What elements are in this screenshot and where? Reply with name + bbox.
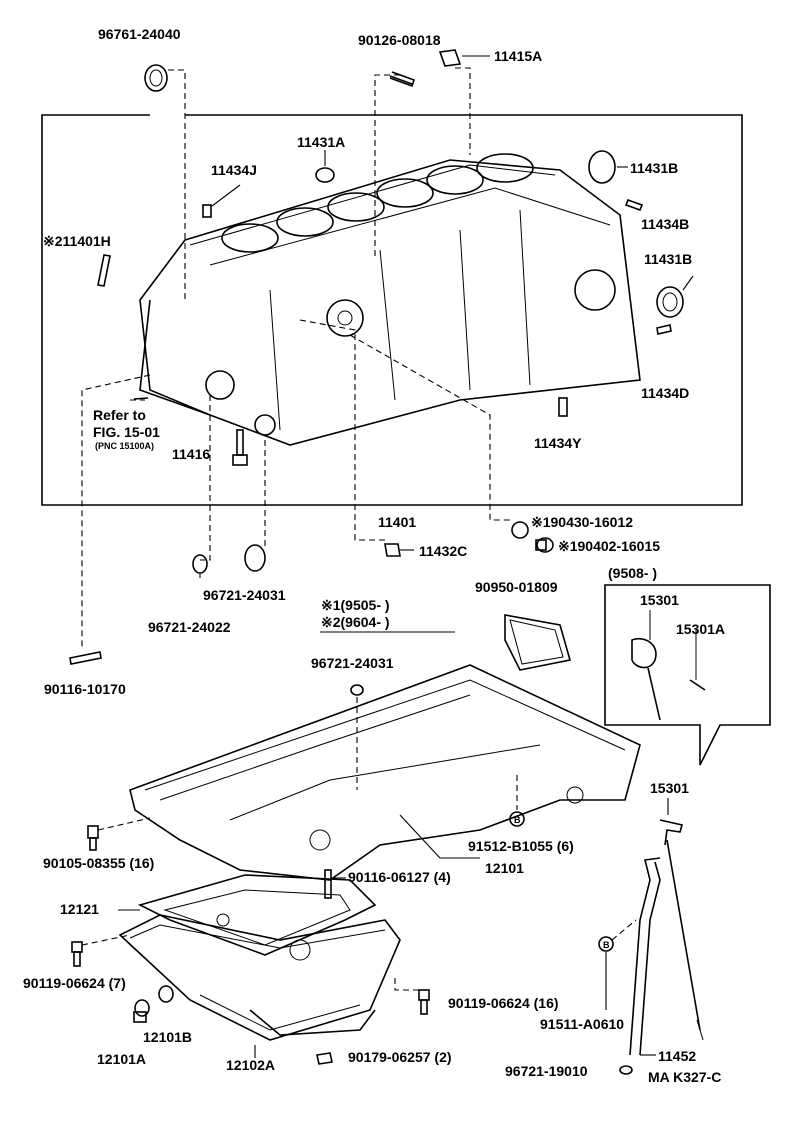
label-96721-24031-b: 96721-24031 bbox=[311, 655, 394, 671]
pin-11434Y bbox=[558, 397, 568, 417]
pin-11434D bbox=[656, 324, 672, 335]
label-12102A: 12102A bbox=[226, 1057, 275, 1073]
stud-90116-06127 bbox=[324, 869, 332, 899]
bolt-marker-91511-A0610 bbox=[598, 936, 614, 952]
label-190402-16015: ※190402-16015 bbox=[558, 538, 660, 554]
label-11434Y: 11434Y bbox=[534, 435, 582, 451]
gasket-96721-24031-a bbox=[244, 544, 266, 572]
plug-11431B-mid bbox=[656, 286, 684, 318]
label-96721-24022: 96721-24022 bbox=[148, 619, 231, 635]
bolt-90105-08355 bbox=[87, 825, 99, 851]
label-11432C: 11432C bbox=[419, 543, 467, 559]
stud-90116-10170 bbox=[69, 651, 102, 665]
label-96761-24040: 96761-24040 bbox=[98, 26, 181, 42]
label-91512-B1055: 91512-B1055 (6) bbox=[468, 838, 574, 854]
label-90950-01809: 90950-01809 bbox=[475, 579, 558, 595]
label-90119-06624-7: 90119-06624 (7) bbox=[23, 975, 126, 991]
plug-11431A bbox=[315, 167, 335, 183]
label-note1: ※1(9505- ) bbox=[321, 597, 390, 613]
bolt-11416 bbox=[232, 429, 248, 466]
label-91511-A0610: 91511-A0610 bbox=[540, 1016, 624, 1032]
baffle-plate-12121 bbox=[137, 874, 377, 961]
plug-11415A bbox=[438, 49, 462, 67]
label-11401H: ※211401H bbox=[43, 233, 111, 249]
o-ring-96721-19010 bbox=[619, 1065, 633, 1075]
pin-11434J bbox=[202, 204, 212, 218]
cylinder-block-11401 bbox=[139, 153, 641, 446]
oil-pan-upper-12101 bbox=[129, 664, 641, 881]
label-90119-06624-16: 90119-06624 (16) bbox=[448, 995, 559, 1011]
label-96721-19010: 96721-19010 bbox=[505, 1063, 588, 1079]
label-12101: 12101 bbox=[485, 860, 524, 876]
label-11434D: 11434D bbox=[641, 385, 689, 401]
label-90116-10170: 90116-10170 bbox=[44, 681, 126, 697]
stud-90126-08018 bbox=[389, 71, 416, 88]
bolt-90119-06624-16 bbox=[418, 989, 430, 1015]
label-ref-code: MA K327-C bbox=[648, 1069, 721, 1085]
label-12101B: 12101B bbox=[143, 1029, 192, 1045]
gasket-96721-24022 bbox=[192, 554, 208, 574]
cover-90950-01809 bbox=[504, 614, 572, 671]
label-11416: 11416 bbox=[172, 446, 210, 462]
cap-11432C bbox=[384, 543, 401, 557]
oil-seal-96761-24040 bbox=[144, 64, 168, 92]
label-circle-b-2: B bbox=[603, 940, 610, 950]
gasket-96721-24031-b bbox=[350, 684, 364, 696]
drain-plug-12101A bbox=[133, 999, 150, 1023]
label-refer-line1: Refer to bbox=[93, 407, 146, 423]
label-15301A: 15301A bbox=[676, 621, 725, 637]
label-11452: 11452 bbox=[658, 1048, 696, 1064]
bolt-marker-91512-B1055 bbox=[509, 811, 525, 827]
label-11401: 11401 bbox=[378, 514, 416, 530]
label-90116-06127: 90116-06127 (4) bbox=[348, 869, 451, 885]
label-inset-date: (9508- ) bbox=[608, 565, 657, 581]
label-11434B: 11434B bbox=[641, 216, 689, 232]
label-refer-line2: FIG. 15-01 bbox=[93, 424, 160, 440]
label-90105-08355: 90105-08355 (16) bbox=[43, 855, 154, 871]
label-12121: 12121 bbox=[60, 901, 99, 917]
label-11431B-mid: 11431B bbox=[644, 251, 692, 267]
washer-12101B bbox=[158, 985, 174, 1003]
label-circle-b-1: B bbox=[514, 815, 521, 825]
label-96721-24031-a: 96721-24031 bbox=[203, 587, 286, 603]
label-190430-16012: ※190430-16012 bbox=[531, 514, 633, 530]
pin-11401H bbox=[97, 254, 111, 287]
plug-190402-16015 bbox=[535, 537, 554, 553]
plug-11431B-top bbox=[588, 150, 616, 184]
label-90179-06257: 90179-06257 (2) bbox=[348, 1049, 452, 1065]
label-11431B-top: 11431B bbox=[630, 160, 678, 176]
label-15301-inset: 15301 bbox=[640, 592, 679, 608]
dipstick-15301 bbox=[659, 819, 704, 1041]
label-90126-08018: 90126-08018 bbox=[358, 32, 441, 48]
dipstick-inset-callout bbox=[604, 584, 771, 766]
label-refer-line3: (PNC 15100A) bbox=[95, 441, 154, 451]
label-note2: ※2(9604- ) bbox=[321, 614, 390, 630]
nut-90179-06257 bbox=[316, 1052, 333, 1065]
label-11415A: 11415A bbox=[494, 48, 542, 64]
plug-190430-16012 bbox=[511, 521, 529, 539]
label-12101A: 12101A bbox=[97, 1051, 146, 1067]
label-15301: 15301 bbox=[650, 780, 689, 796]
label-11434J: 11434J bbox=[211, 162, 257, 178]
oil-pan-lower-12102A bbox=[118, 914, 401, 1041]
pin-11434B bbox=[624, 198, 644, 212]
label-11431A: 11431A bbox=[297, 134, 345, 150]
cylinder-block-frame bbox=[41, 114, 743, 506]
bolt-90119-06624-7 bbox=[71, 941, 83, 967]
dipstick-guide-11452 bbox=[629, 857, 661, 1056]
